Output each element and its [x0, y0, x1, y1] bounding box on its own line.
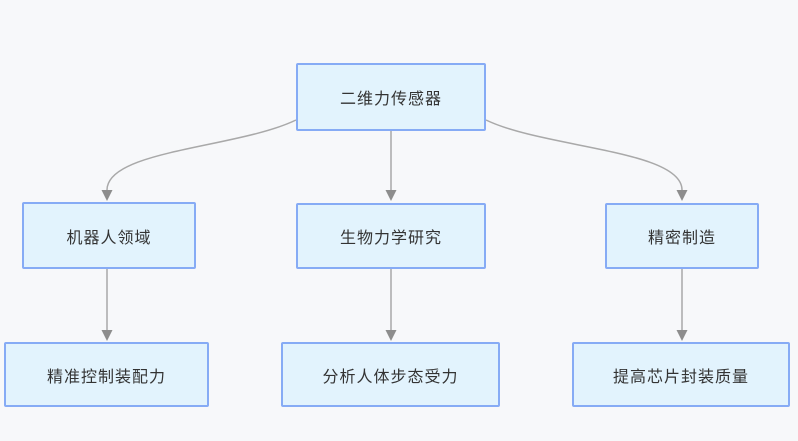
node-bottom-right-label: 提高芯片封装质量 [612, 368, 749, 386]
edge-root-to-mid-right [485, 119, 683, 191]
node-mid-right-label: 精密制造 [647, 230, 716, 247]
node-mid-left[interactable]: 机器人领域 [22, 202, 196, 269]
node-mid-center-label: 生物力学研究 [339, 230, 442, 247]
node-bottom-left[interactable]: 精准控制装配力 [4, 342, 209, 407]
arrowhead-mid-left [101, 190, 113, 201]
arrowhead-bottom-center [385, 330, 397, 341]
arrowhead-bottom-right [676, 330, 688, 341]
node-root[interactable]: 二维力传感器 [296, 63, 486, 131]
node-mid-right[interactable]: 精密制造 [605, 203, 759, 269]
arrowhead-mid-right [676, 190, 688, 201]
node-mid-left-label: 机器人领域 [66, 229, 152, 247]
node-bottom-center[interactable]: 分析人体步态受力 [281, 342, 500, 407]
arrowhead-mid-center [385, 190, 397, 201]
node-bottom-right[interactable]: 提高芯片封装质量 [572, 342, 790, 407]
node-mid-center[interactable]: 生物力学研究 [296, 203, 486, 269]
edge-root-to-mid-left [106, 119, 297, 191]
node-bottom-left-label: 精准控制装配力 [46, 368, 166, 386]
node-bottom-center-label: 分析人体步态受力 [322, 368, 459, 386]
arrowhead-bottom-left [101, 330, 113, 341]
node-root-label: 二维力传感器 [339, 91, 442, 108]
